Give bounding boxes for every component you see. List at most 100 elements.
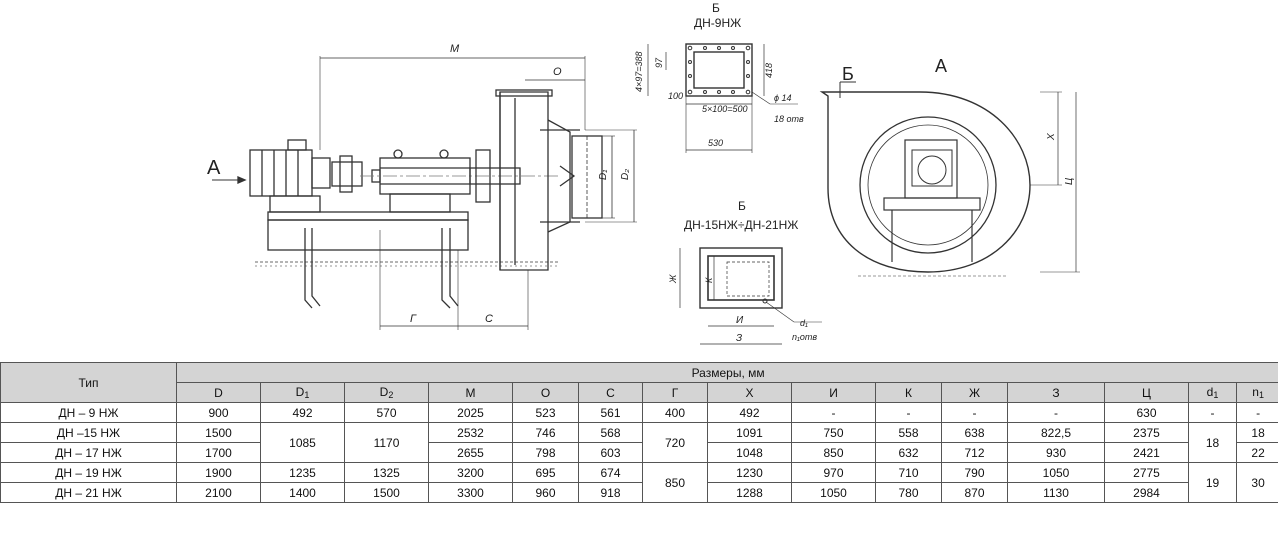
cell-m: 2655 — [428, 442, 513, 463]
header-k: К — [875, 382, 942, 403]
b15-title-model: ДН-15НЖ÷ДН-21НЖ — [684, 218, 798, 232]
cell-i: 750 — [791, 422, 876, 443]
header-x: Х — [707, 382, 792, 403]
cell-z: - — [1007, 402, 1105, 423]
header-n1: n1 — [1235, 382, 1278, 403]
cell-n1: - — [1235, 402, 1278, 423]
b9-title-letter: Б — [712, 1, 720, 15]
b15-dim-n1: n₁отв — [792, 332, 817, 342]
cell-i: - — [791, 402, 876, 423]
side-dim-x: Х — [1046, 133, 1057, 141]
cell-k: 558 — [875, 422, 942, 443]
cell-ts: 2421 — [1104, 442, 1189, 463]
cell-c: 918 — [578, 482, 643, 503]
cell-d2: 1170 — [344, 422, 429, 463]
cell-g: 400 — [642, 402, 708, 423]
b9-hole-count: 18 отв — [774, 114, 804, 124]
cell-type: ДН – 21 НЖ — [0, 482, 177, 503]
b15-dim-z: З — [736, 333, 742, 344]
cell-ts: 2775 — [1104, 462, 1189, 483]
header-ts: Ц — [1104, 382, 1189, 403]
cell-type: ДН –15 НЖ — [0, 422, 177, 443]
cell-x: 1288 — [707, 482, 792, 503]
table-row: ДН – 21 НЖ 2100 1400 1500 3300 960 918 1… — [0, 482, 1278, 503]
cell-k: - — [875, 402, 942, 423]
cell-m: 2532 — [428, 422, 513, 443]
header-group-dimensions: Размеры, мм — [175, 362, 1278, 383]
view-b-arrow-label: Б — [842, 64, 854, 84]
cell-k: 632 — [875, 442, 942, 463]
cell-zh: 790 — [941, 462, 1008, 483]
header-g: Г — [642, 382, 708, 403]
cell-z: 822,5 — [1007, 422, 1105, 443]
cell-m: 3300 — [428, 482, 513, 503]
header-zh: Ж — [941, 382, 1008, 403]
dim-c: С — [485, 313, 493, 325]
cell-d1-small: - — [1188, 402, 1237, 423]
b9-dim-100: 100 — [668, 91, 683, 101]
cell-c: 568 — [578, 422, 643, 443]
cell-zh: 870 — [941, 482, 1008, 503]
header-z: З — [1007, 382, 1105, 403]
cell-o: 523 — [512, 402, 579, 423]
cell-i: 970 — [791, 462, 876, 483]
cell-n1: 18 — [1235, 422, 1278, 443]
cell-d2: 1500 — [344, 482, 429, 503]
cell-m: 2025 — [428, 402, 513, 423]
fan-front-view-drawing — [819, 81, 1080, 277]
header-m: М — [428, 382, 513, 403]
header-d2: D2 — [344, 382, 429, 403]
cell-n1: 22 — [1235, 442, 1278, 463]
header-row: D D1 D2 М О С Г Х И К Ж З Ц d1 n1 — [1, 382, 1278, 403]
b15-dim-k: К — [704, 277, 714, 283]
dim-g: Г — [410, 313, 417, 325]
cell-g: 720 — [642, 422, 708, 463]
cell-i: 850 — [791, 442, 876, 463]
b15-dim-d1: d₁ — [800, 318, 808, 328]
table-row: ДН – 9 НЖ 900 492 570 2025 523 561 400 4… — [0, 402, 1278, 423]
cell-o: 798 — [512, 442, 579, 463]
cell-type: ДН – 19 НЖ — [0, 462, 177, 483]
cell-d: 1500 — [176, 422, 261, 443]
b9-dim-97: 97 — [654, 57, 664, 68]
cell-ts: 2984 — [1104, 482, 1189, 503]
cell-d1: 1400 — [260, 482, 345, 503]
header-i: И — [791, 382, 876, 403]
cell-o: 695 — [512, 462, 579, 483]
b9-dim-418: 418 — [764, 63, 774, 78]
dim-d2: D₂ — [620, 169, 631, 180]
cell-o: 746 — [512, 422, 579, 443]
b9-dim-5x: 5×100=500 — [702, 104, 748, 114]
cell-g: 850 — [642, 462, 708, 503]
b9-dim-530: 530 — [708, 138, 723, 148]
cell-z: 930 — [1007, 442, 1105, 463]
table-row: ДН – 17 НЖ 1700 2655 798 603 1048 850 63… — [0, 442, 1278, 463]
cell-k: 710 — [875, 462, 942, 483]
cell-zh: 638 — [941, 422, 1008, 443]
cell-type: ДН – 9 НЖ — [0, 402, 177, 423]
header-d1-small: d1 — [1188, 382, 1237, 403]
header-o: О — [512, 382, 579, 403]
dim-m: М — [450, 43, 460, 55]
cell-d2: 1325 — [344, 462, 429, 483]
cell-d1-small: 19 — [1188, 462, 1237, 503]
flange-b-dn15-21-drawing — [679, 247, 822, 345]
cell-c: 674 — [578, 462, 643, 483]
table-row: ДН – 19 НЖ 1900 1235 1325 3200 695 674 8… — [0, 462, 1278, 503]
cell-z: 1130 — [1007, 482, 1105, 503]
cell-type: ДН – 17 НЖ — [0, 442, 177, 463]
b9-hole-dia: ϕ 14 — [774, 93, 792, 103]
header-d1: D1 — [260, 382, 345, 403]
cell-d: 1900 — [176, 462, 261, 483]
cell-zh: 712 — [941, 442, 1008, 463]
cell-ts: 2375 — [1104, 422, 1189, 443]
b15-title-letter: Б — [738, 199, 746, 213]
cell-x: 1230 — [707, 462, 792, 483]
cell-x: 492 — [707, 402, 792, 423]
cell-i: 1050 — [791, 482, 876, 503]
flange-b-dn9-drawing — [647, 43, 798, 153]
cell-c: 561 — [578, 402, 643, 423]
view-a-label: А — [935, 56, 947, 76]
cell-d: 2100 — [176, 482, 261, 503]
technical-drawing: А М О Г С D₁ D₂ Б ДН-9НЖ 4×97=388 97 418… — [207, 1, 1080, 345]
